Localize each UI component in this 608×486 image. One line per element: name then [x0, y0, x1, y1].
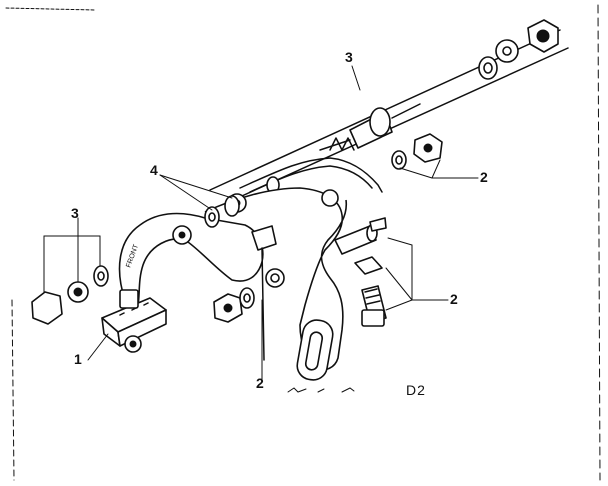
top-bolt-hardware	[478, 19, 559, 80]
pivot-washers	[204, 195, 240, 228]
diagram-code-label: D2	[406, 382, 426, 398]
brake-shoe	[101, 289, 167, 353]
callout-1: 1	[74, 351, 82, 367]
callout-4: 4	[150, 162, 158, 178]
scan-noise	[287, 387, 355, 393]
rear-caliper-arm	[204, 187, 348, 381]
right-upper-nut	[391, 133, 443, 170]
lock-washer-icon	[495, 39, 519, 63]
cable-adjuster	[334, 217, 387, 275]
front-caliper-arm: FRONT	[118, 212, 285, 306]
lower-nut-washer	[213, 287, 255, 323]
callout-3-top: 3	[345, 49, 353, 65]
callout-3-top-leaders	[351, 65, 361, 91]
callout-3-left: 3	[71, 205, 79, 221]
callout-2-bottom: 2	[256, 375, 264, 391]
left-hardware	[31, 265, 109, 325]
callout-2-right-lower: 2	[450, 291, 458, 307]
top-nut-icon	[527, 19, 559, 53]
scan-border-artifacts	[5, 4, 601, 481]
pivot-bolt	[251, 225, 277, 361]
callout-2-right-upper: 2	[480, 169, 488, 185]
leader-lines	[43, 159, 479, 381]
adjuster-bolt	[361, 285, 387, 327]
